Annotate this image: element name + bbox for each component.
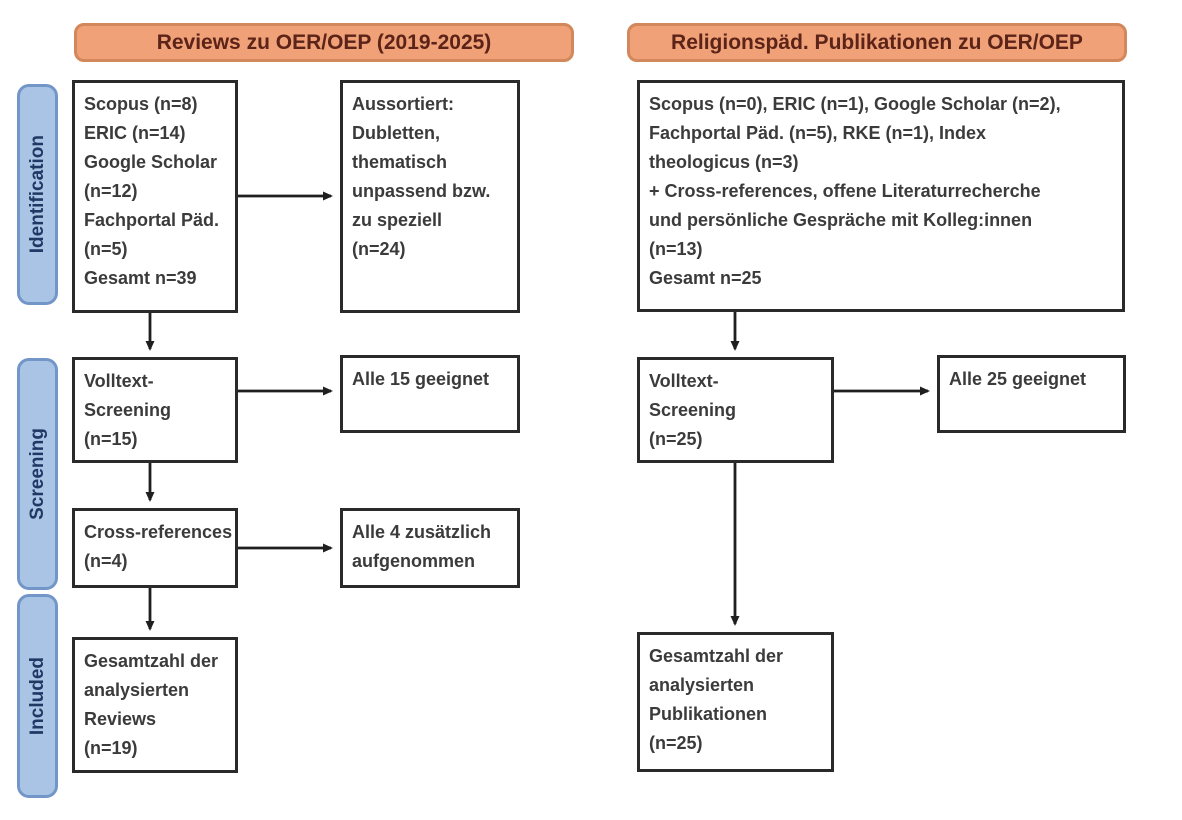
box-right-eligible: Alle 25 geeignet [937,355,1126,433]
box-right-sources: Scopus (n=0), ERIC (n=1), Google Scholar… [637,80,1125,312]
box-left-eligible: Alle 15 geeignet [340,355,520,433]
stage-included: Included [17,594,58,798]
box-left-crossref-result: Alle 4 zusätzlich aufgenommen [340,508,520,588]
stage-screening: Screening [17,358,58,590]
stage-included-label: Included [26,656,48,736]
stage-identification: Identification [17,84,58,305]
box-left-fulltext-screening: Volltext- Screening (n=15) [72,357,238,463]
column-header-reviews: Reviews zu OER/OEP (2019-2025) [74,23,574,62]
column-header-religionspaed-label: Religionspäd. Publikationen zu OER/OEP [671,30,1083,54]
box-right-fulltext-screening: Volltext- Screening (n=25) [637,357,834,463]
box-right-included-total: Gesamtzahl der analysierten Publikatione… [637,632,834,772]
box-left-crossreferences: Cross-references (n=4) [72,508,238,588]
column-header-reviews-label: Reviews zu OER/OEP (2019-2025) [156,30,492,54]
box-left-sources: Scopus (n=8) ERIC (n=14) Google Scholar … [72,80,238,313]
box-left-excluded: Aussortiert: Dubletten, thematisch unpas… [340,80,520,313]
column-header-religionspaed: Religionspäd. Publikationen zu OER/OEP [627,23,1127,62]
stage-screening-label: Screening [26,428,48,520]
stage-identification-label: Identification [26,135,48,254]
box-left-included-total: Gesamtzahl der analysierten Reviews (n=1… [72,637,238,773]
